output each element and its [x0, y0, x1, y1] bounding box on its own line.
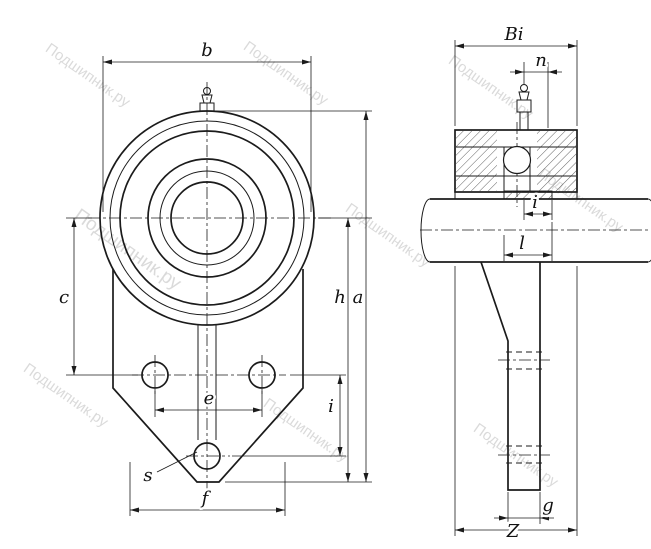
dim-label-l: l [519, 233, 525, 254]
dimension-a: a [214, 110, 372, 482]
dim-label-a: a [353, 287, 364, 308]
inner-ring-collar [503, 190, 553, 200]
dim-label-i-front: i [328, 396, 334, 417]
flange-side-outline [480, 261, 550, 491]
dim-label-b: b [201, 40, 213, 61]
dimension-Bi: Bi [454, 24, 578, 126]
dim-label-c: c [59, 287, 69, 308]
dimension-e: e [154, 386, 263, 417]
dimension-g: g [494, 492, 556, 524]
housing-front-outline [99, 110, 315, 326]
dimension-n: n [510, 48, 562, 128]
grease-fitting-side-icon [516, 84, 532, 130]
bolt-hole-bottom [186, 442, 230, 470]
dim-label-e: e [204, 388, 215, 409]
dimension-h: h [225, 217, 372, 483]
front-view: b c h [59, 40, 372, 516]
dimension-i-side: i [523, 190, 553, 220]
dimension-Z: Z [454, 266, 578, 545]
dim-label-i-side: i [532, 192, 538, 213]
dimension-i-front: i [232, 374, 346, 457]
flange-front-outline [112, 269, 304, 483]
dim-label-s: s [143, 465, 152, 486]
dim-label-n: n [535, 50, 547, 71]
dimension-s: s [143, 451, 198, 486]
dim-label-Bi: Bi [504, 24, 524, 45]
dim-label-f: f [200, 488, 212, 509]
bearing-ball [502, 145, 532, 175]
shaft [420, 198, 651, 263]
dimension-b: b [102, 40, 312, 212]
dimension-f: f [129, 462, 286, 516]
side-view: Bi n i [420, 24, 651, 545]
bearing-housing-section [454, 129, 578, 200]
dim-label-Z: Z [506, 521, 520, 542]
dim-label-h: h [334, 287, 346, 308]
dimension-l: l [503, 222, 553, 261]
bearing-rings-front [147, 158, 267, 278]
dim-label-g: g [542, 495, 554, 516]
dimension-c: c [59, 217, 138, 376]
